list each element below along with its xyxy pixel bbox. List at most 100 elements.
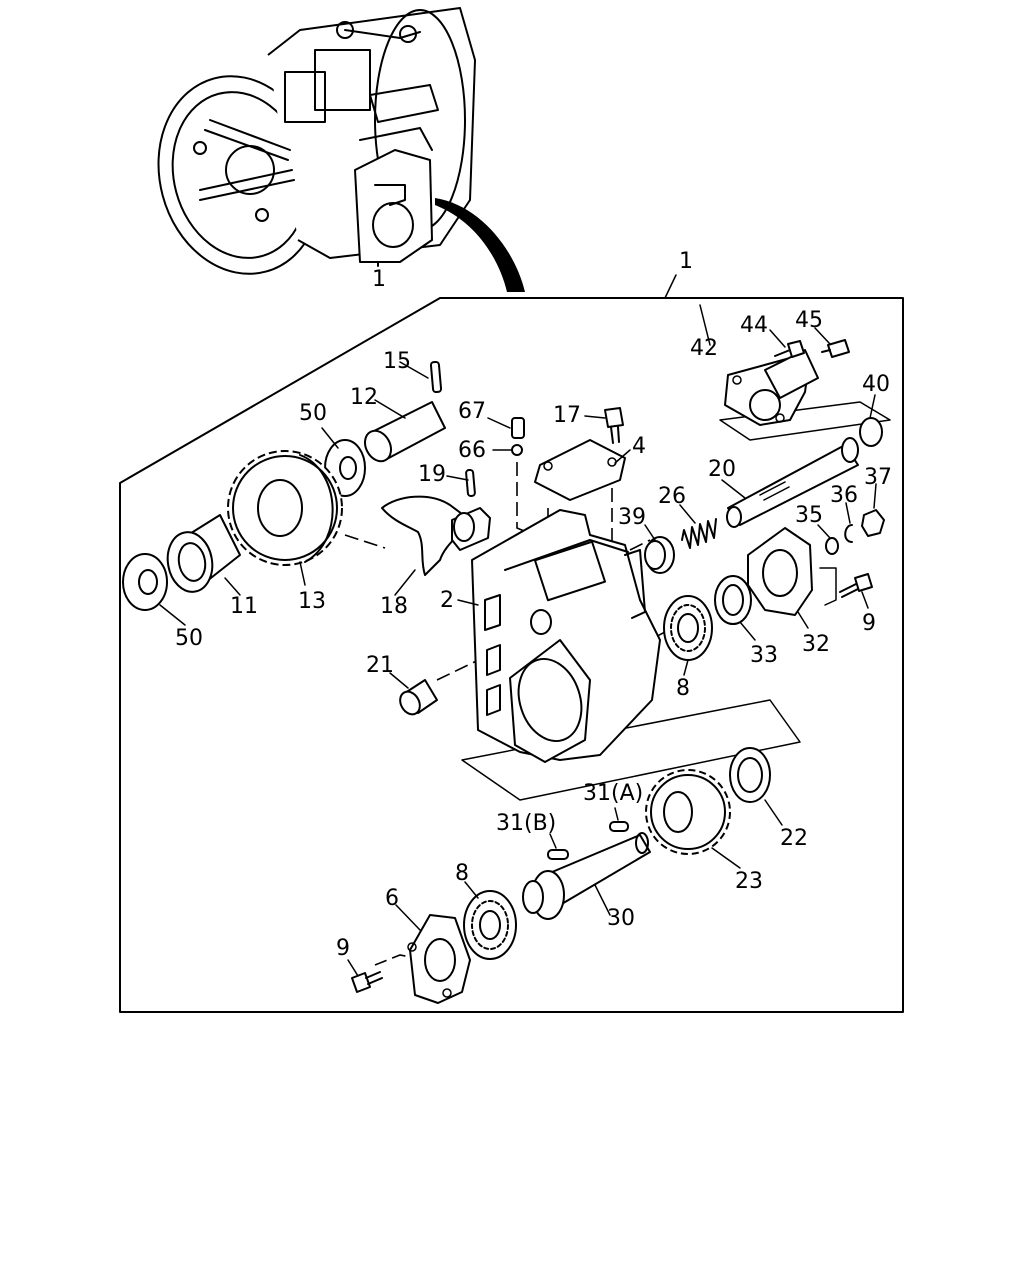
- label-9-lower: 9: [336, 936, 350, 961]
- label-33: 33: [750, 643, 778, 668]
- case-rib: [359, 127, 433, 151]
- label-1-assembly: 1: [679, 249, 693, 274]
- bearing-8b-inner: [479, 910, 501, 940]
- label-50-upper: 50: [299, 401, 327, 426]
- label-1-overview: 1: [372, 267, 386, 292]
- leader-12: [374, 399, 406, 419]
- part-36-snap-ring: [844, 524, 853, 543]
- bolt-44-head: [787, 340, 805, 358]
- transmission-overview: [157, 7, 525, 292]
- leader-35: [817, 524, 831, 539]
- part-13-gear: [227, 450, 343, 566]
- gear-assembly-outline: [461, 699, 801, 801]
- pto-detail: [374, 184, 406, 206]
- leader-39: [644, 524, 656, 541]
- label-22: 22: [780, 826, 808, 851]
- leader-20: [721, 479, 746, 499]
- collar-39-inner: [644, 540, 666, 570]
- leader-26: [679, 504, 696, 524]
- shift-cover: [369, 84, 439, 123]
- label-17: 17: [553, 403, 581, 428]
- leader-21: [389, 672, 409, 689]
- label-8-upper: 8: [676, 676, 690, 701]
- leader-30: [594, 884, 611, 916]
- leader-36: [845, 502, 851, 524]
- leader-8a: [683, 659, 689, 676]
- case-boss-1: [314, 49, 371, 111]
- cover-6-hole-2: [442, 988, 452, 998]
- leader-9b: [861, 591, 869, 609]
- gear-23-bore: [663, 791, 693, 833]
- label-32: 32: [802, 632, 830, 657]
- housing-42-hole-1: [732, 375, 742, 385]
- label-19: 19: [418, 462, 446, 487]
- cover-6-hole-1: [407, 942, 417, 952]
- part-42-housing: [724, 349, 819, 426]
- gear-13-face: [299, 454, 334, 563]
- label-40: 40: [862, 372, 890, 397]
- seal-22-inner: [737, 757, 763, 793]
- label-8-lower: 8: [455, 861, 469, 886]
- bolt-9a-shank: [365, 971, 383, 985]
- leader-50a: [321, 427, 339, 449]
- bolt-17-head: [604, 407, 624, 428]
- part-labels: 1 1 15 12 50 67 66 17 4 19 42 44 45 40 2…: [175, 249, 892, 961]
- part-50-washer-lower: [122, 553, 168, 611]
- part-23-gear: [645, 769, 731, 855]
- leader-32: [797, 611, 809, 629]
- roll-pin-15: [429, 360, 443, 394]
- pto-unit-on-transmission: [354, 149, 433, 263]
- housing-42-bore: [749, 389, 781, 421]
- bolt-44-shank: [774, 349, 791, 357]
- callout-arrow: [435, 198, 525, 292]
- leader-44: [769, 329, 786, 348]
- part-20-shaft: [726, 437, 859, 528]
- leader-9a: [347, 959, 359, 977]
- label-50-lower: 50: [175, 626, 203, 651]
- part-22-seal: [729, 747, 771, 803]
- part-67-dowel: [511, 417, 525, 439]
- case-2-top-opening: [533, 540, 607, 602]
- label-45: 45: [795, 308, 823, 333]
- housing-42-hole-2: [775, 413, 785, 423]
- part-32-cover: [747, 527, 813, 616]
- leader-lines: [159, 304, 877, 977]
- pin-21-end: [399, 690, 421, 716]
- cover-4-plate: [534, 439, 626, 501]
- plug-45-stem: [821, 349, 831, 353]
- bearing-8a-balls: [670, 604, 706, 652]
- part-12-shaft: [364, 401, 446, 463]
- leader-45: [814, 327, 831, 345]
- part-4-cover: [534, 439, 626, 501]
- part-40-plug: [859, 417, 883, 447]
- leader-23: [711, 847, 741, 869]
- label-15: 15: [383, 349, 411, 374]
- washer-50a-inner: [339, 456, 357, 480]
- part-9-bolt-upper: [839, 573, 873, 598]
- washer-50b-inner: [138, 569, 158, 595]
- leader-17: [584, 415, 606, 419]
- bearing-8a-inner: [677, 613, 699, 643]
- shift-rod-end-2: [399, 25, 417, 43]
- bolt-17-shank: [610, 426, 620, 444]
- bolt-9b-shank: [839, 583, 859, 598]
- bearing-8b-balls: [471, 900, 509, 950]
- label-4: 4: [632, 434, 646, 459]
- part-8-bearing-lower: [463, 890, 517, 960]
- leader-4: [614, 449, 631, 464]
- part-19-roll-pin: [465, 468, 476, 497]
- label-31b: 31(B): [496, 811, 556, 836]
- shaft-12-end: [364, 429, 392, 463]
- case-2-bore: [517, 657, 583, 743]
- spring-26: [681, 518, 717, 549]
- sleeve-11-bore: [177, 542, 207, 582]
- part-30-shaft: [522, 832, 651, 920]
- label-67: 67: [458, 399, 486, 424]
- gear-13-bore: [257, 479, 303, 537]
- shaft-20-end: [726, 506, 742, 528]
- bolt-9b-guide: [819, 567, 837, 606]
- leader-40: [869, 394, 876, 419]
- label-13: 13: [298, 589, 326, 614]
